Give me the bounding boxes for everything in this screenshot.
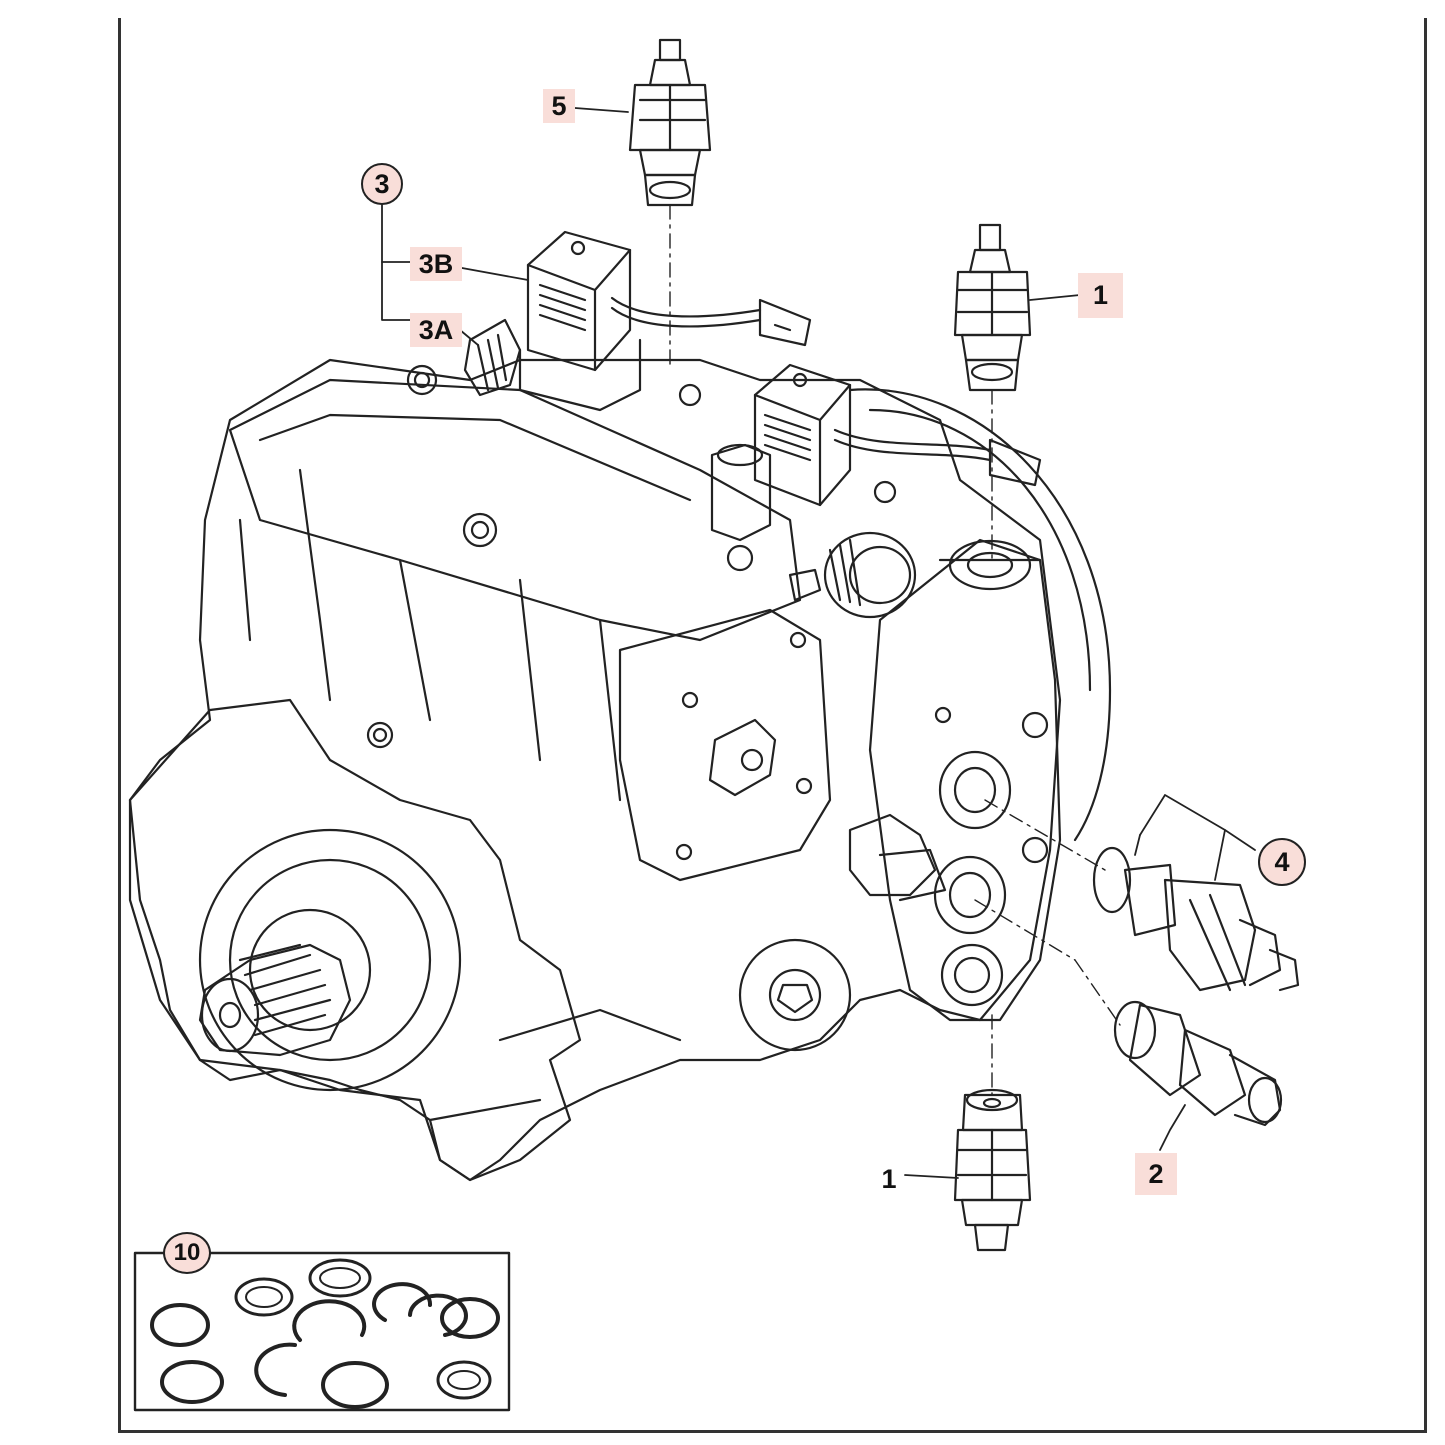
flange-ring: [848, 388, 1112, 842]
port-block: [868, 538, 1062, 1022]
valve-5: [628, 38, 712, 207]
callout-5: 5: [543, 89, 575, 123]
callout-1-bottom: 1: [881, 1163, 897, 1194]
seal-rings: [150, 1258, 500, 1409]
solenoid-2: [753, 363, 852, 507]
diagram-frame: [118, 18, 1427, 1433]
upper-block: [228, 378, 802, 642]
seal-kit-box: [133, 1251, 511, 1412]
knob-right: [823, 531, 917, 619]
front-pilot: [198, 828, 462, 1092]
pump-housing: [128, 358, 1062, 1182]
callout-2: 2: [1135, 1153, 1177, 1195]
solenoid-3b: [526, 230, 632, 372]
mounting-flange: [128, 698, 582, 1182]
callout-3b: 3B: [410, 247, 462, 281]
side-boss: [738, 938, 852, 1052]
callout-4: 4: [1258, 838, 1306, 886]
connector-3: [758, 298, 812, 347]
valve-1-top: [953, 223, 1032, 392]
end-cover: [618, 608, 832, 882]
callout-10: 10: [163, 1232, 211, 1274]
splined-shaft: [198, 943, 352, 1057]
valve-1-bottom: [953, 1088, 1032, 1252]
callout-1-top: 1: [1078, 273, 1123, 318]
side-fitting: [848, 813, 937, 897]
knob-3a: [463, 318, 522, 397]
valve-4: [1092, 846, 1300, 992]
callout-3a: 3A: [410, 313, 462, 347]
callout-3: 3: [361, 163, 403, 205]
connector-2: [988, 438, 1042, 487]
valve-2: [1113, 1000, 1283, 1127]
